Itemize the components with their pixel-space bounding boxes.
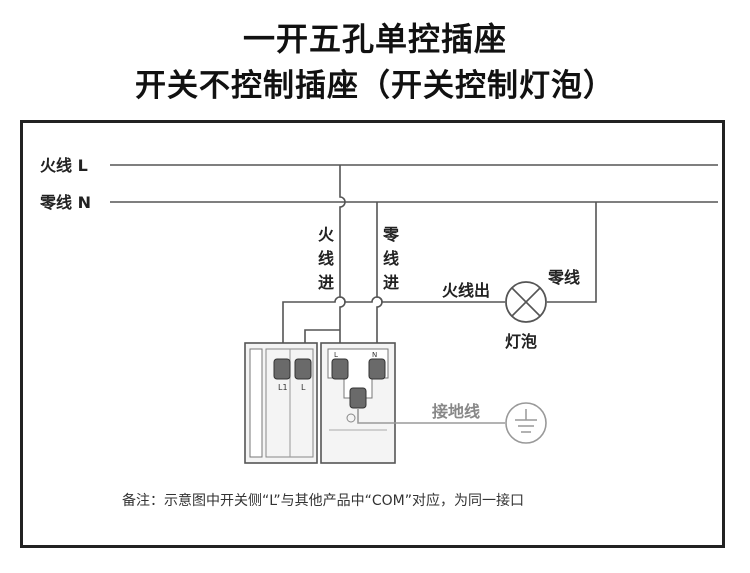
live-out-wire [282,296,505,344]
live-in-char-1: 火 [318,225,335,244]
title-line-1: 一开五孔单控插座 [242,20,507,58]
neutral-in-wire [376,202,383,344]
switch-module: L1 L [244,342,318,464]
title-line-2: 开关不控制插座（开关控制灯泡） [135,68,615,104]
ground-symbol-icon [505,402,547,444]
socket-module: L N [320,342,396,464]
switch-terminal-l1 [273,358,291,380]
socket-terminal-l [331,358,349,380]
diagram-frame [20,120,725,548]
lamp-neutral-wire [547,202,597,303]
lamp-label: 灯泡 [505,332,537,351]
switch-jumper-wire [304,329,340,344]
neutral-in-char-2: 线 [383,249,399,268]
lamp-icon [505,281,547,323]
ground-mark-icon [346,413,356,423]
switch-terminal-l-label: L [301,383,306,392]
switch-terminal-l [294,358,312,380]
socket-terminal-n-label: N [372,351,377,359]
neutral-line-label: 零线 N [39,193,91,212]
neutral-in-char-1: 零 [382,225,400,244]
socket-terminal-l-label: L [334,351,338,359]
switch-terminal-l1-label: L1 [278,383,288,392]
live-out-label: 火线出 [442,281,490,300]
live-in-char-2: 线 [318,249,334,268]
live-line-label: 火线 L [40,156,88,175]
socket-terminal-ground [349,387,367,409]
ground-wire-label: 接地线 [432,402,480,421]
socket-terminal-n [368,358,386,380]
lamp-neutral-label: 零线 [547,268,580,287]
ground-wire [357,408,505,424]
live-in-wire [339,165,346,344]
live-in-char-3: 进 [318,273,334,292]
footnote: 备注：示意图中开关侧“L”与其他产品中“COM”对应，为同一接口 [122,492,524,509]
neutral-in-char-3: 进 [383,273,399,292]
